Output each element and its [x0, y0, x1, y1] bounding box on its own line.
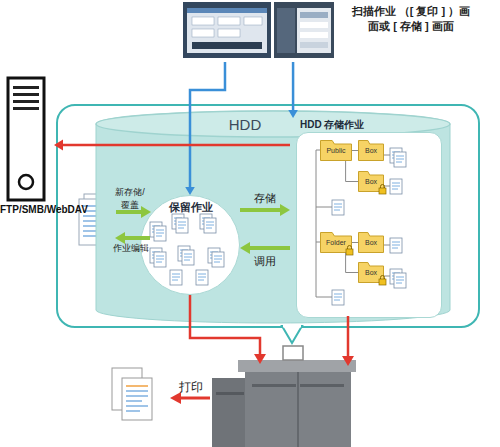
hdd-cylinder: HDD保留作业HDD 存储作业PublicBoxBoxFolderBoxBox: [95, 110, 451, 324]
node-text: Box: [358, 269, 384, 276]
node-text: FTP/SMB/WebDAV: [0, 204, 54, 215]
document-icon: [196, 270, 208, 285]
document-icon: [390, 179, 402, 194]
connector: [346, 161, 358, 182]
node-text: HDD 存储作业: [300, 118, 440, 132]
node-text: Box: [358, 239, 384, 246]
callout-gap: [283, 325, 301, 328]
screen-left: [183, 2, 271, 58]
connector: [346, 253, 358, 273]
folder-icon: Public: [320, 140, 352, 161]
document-icon: [176, 218, 188, 233]
hold-job-circle: 保留作业: [140, 195, 240, 295]
node-text: Box: [358, 178, 384, 185]
printout-icon: [112, 368, 152, 420]
node-text: Public: [320, 147, 352, 154]
connector: [352, 150, 358, 151]
lock-icon: [346, 246, 353, 256]
connector: [352, 242, 358, 243]
system-outline: [57, 105, 479, 327]
red-arrow: [190, 295, 266, 364]
node-text: Box: [358, 147, 384, 154]
tree-trunk: [316, 150, 390, 297]
node-text: 扫描作业 （[ 复印 ] ）画面或 [ 存储 ] 画面: [350, 4, 472, 34]
document-icon: [394, 152, 406, 167]
document-icon: [154, 252, 166, 267]
lock-icon: [379, 276, 386, 286]
connector: [288, 62, 298, 118]
printer-illustration: [212, 346, 356, 447]
red-arrow: [342, 316, 354, 366]
green-arrow: [115, 232, 150, 244]
storage-panel: HDD 存储作业PublicBoxBoxFolderBoxBox: [290, 118, 442, 318]
document-icon: [390, 238, 402, 253]
screen-group: 扫描作业 （[ 复印 ] ）画面或 [ 存储 ] 画面: [180, 0, 476, 62]
document-icon: [154, 226, 166, 241]
screen-right: [274, 2, 334, 58]
document-icon: [332, 200, 344, 215]
document-icon: [182, 250, 194, 265]
green-arrow: [116, 206, 151, 218]
server-node: FTP/SMB/WebDAV: [0, 78, 54, 238]
box-icon: Box: [358, 140, 384, 161]
document-icon: [332, 290, 344, 305]
connector: [54, 140, 290, 151]
lock-icon: [379, 185, 386, 195]
node-text: HDD: [215, 116, 275, 133]
node-text: 保留作业: [151, 200, 231, 215]
document-icon: [212, 252, 224, 267]
red-arrow: [170, 392, 210, 404]
node-text: Folder: [320, 239, 352, 246]
server-icon: [8, 78, 44, 200]
document-icon: [204, 218, 216, 233]
connector: [240, 242, 290, 254]
document-icon: [394, 273, 406, 288]
document-icon: [170, 270, 182, 285]
connector: [185, 62, 225, 195]
connector: [240, 204, 290, 216]
box-icon: Box: [358, 232, 384, 253]
callout-tail: [282, 326, 302, 343]
